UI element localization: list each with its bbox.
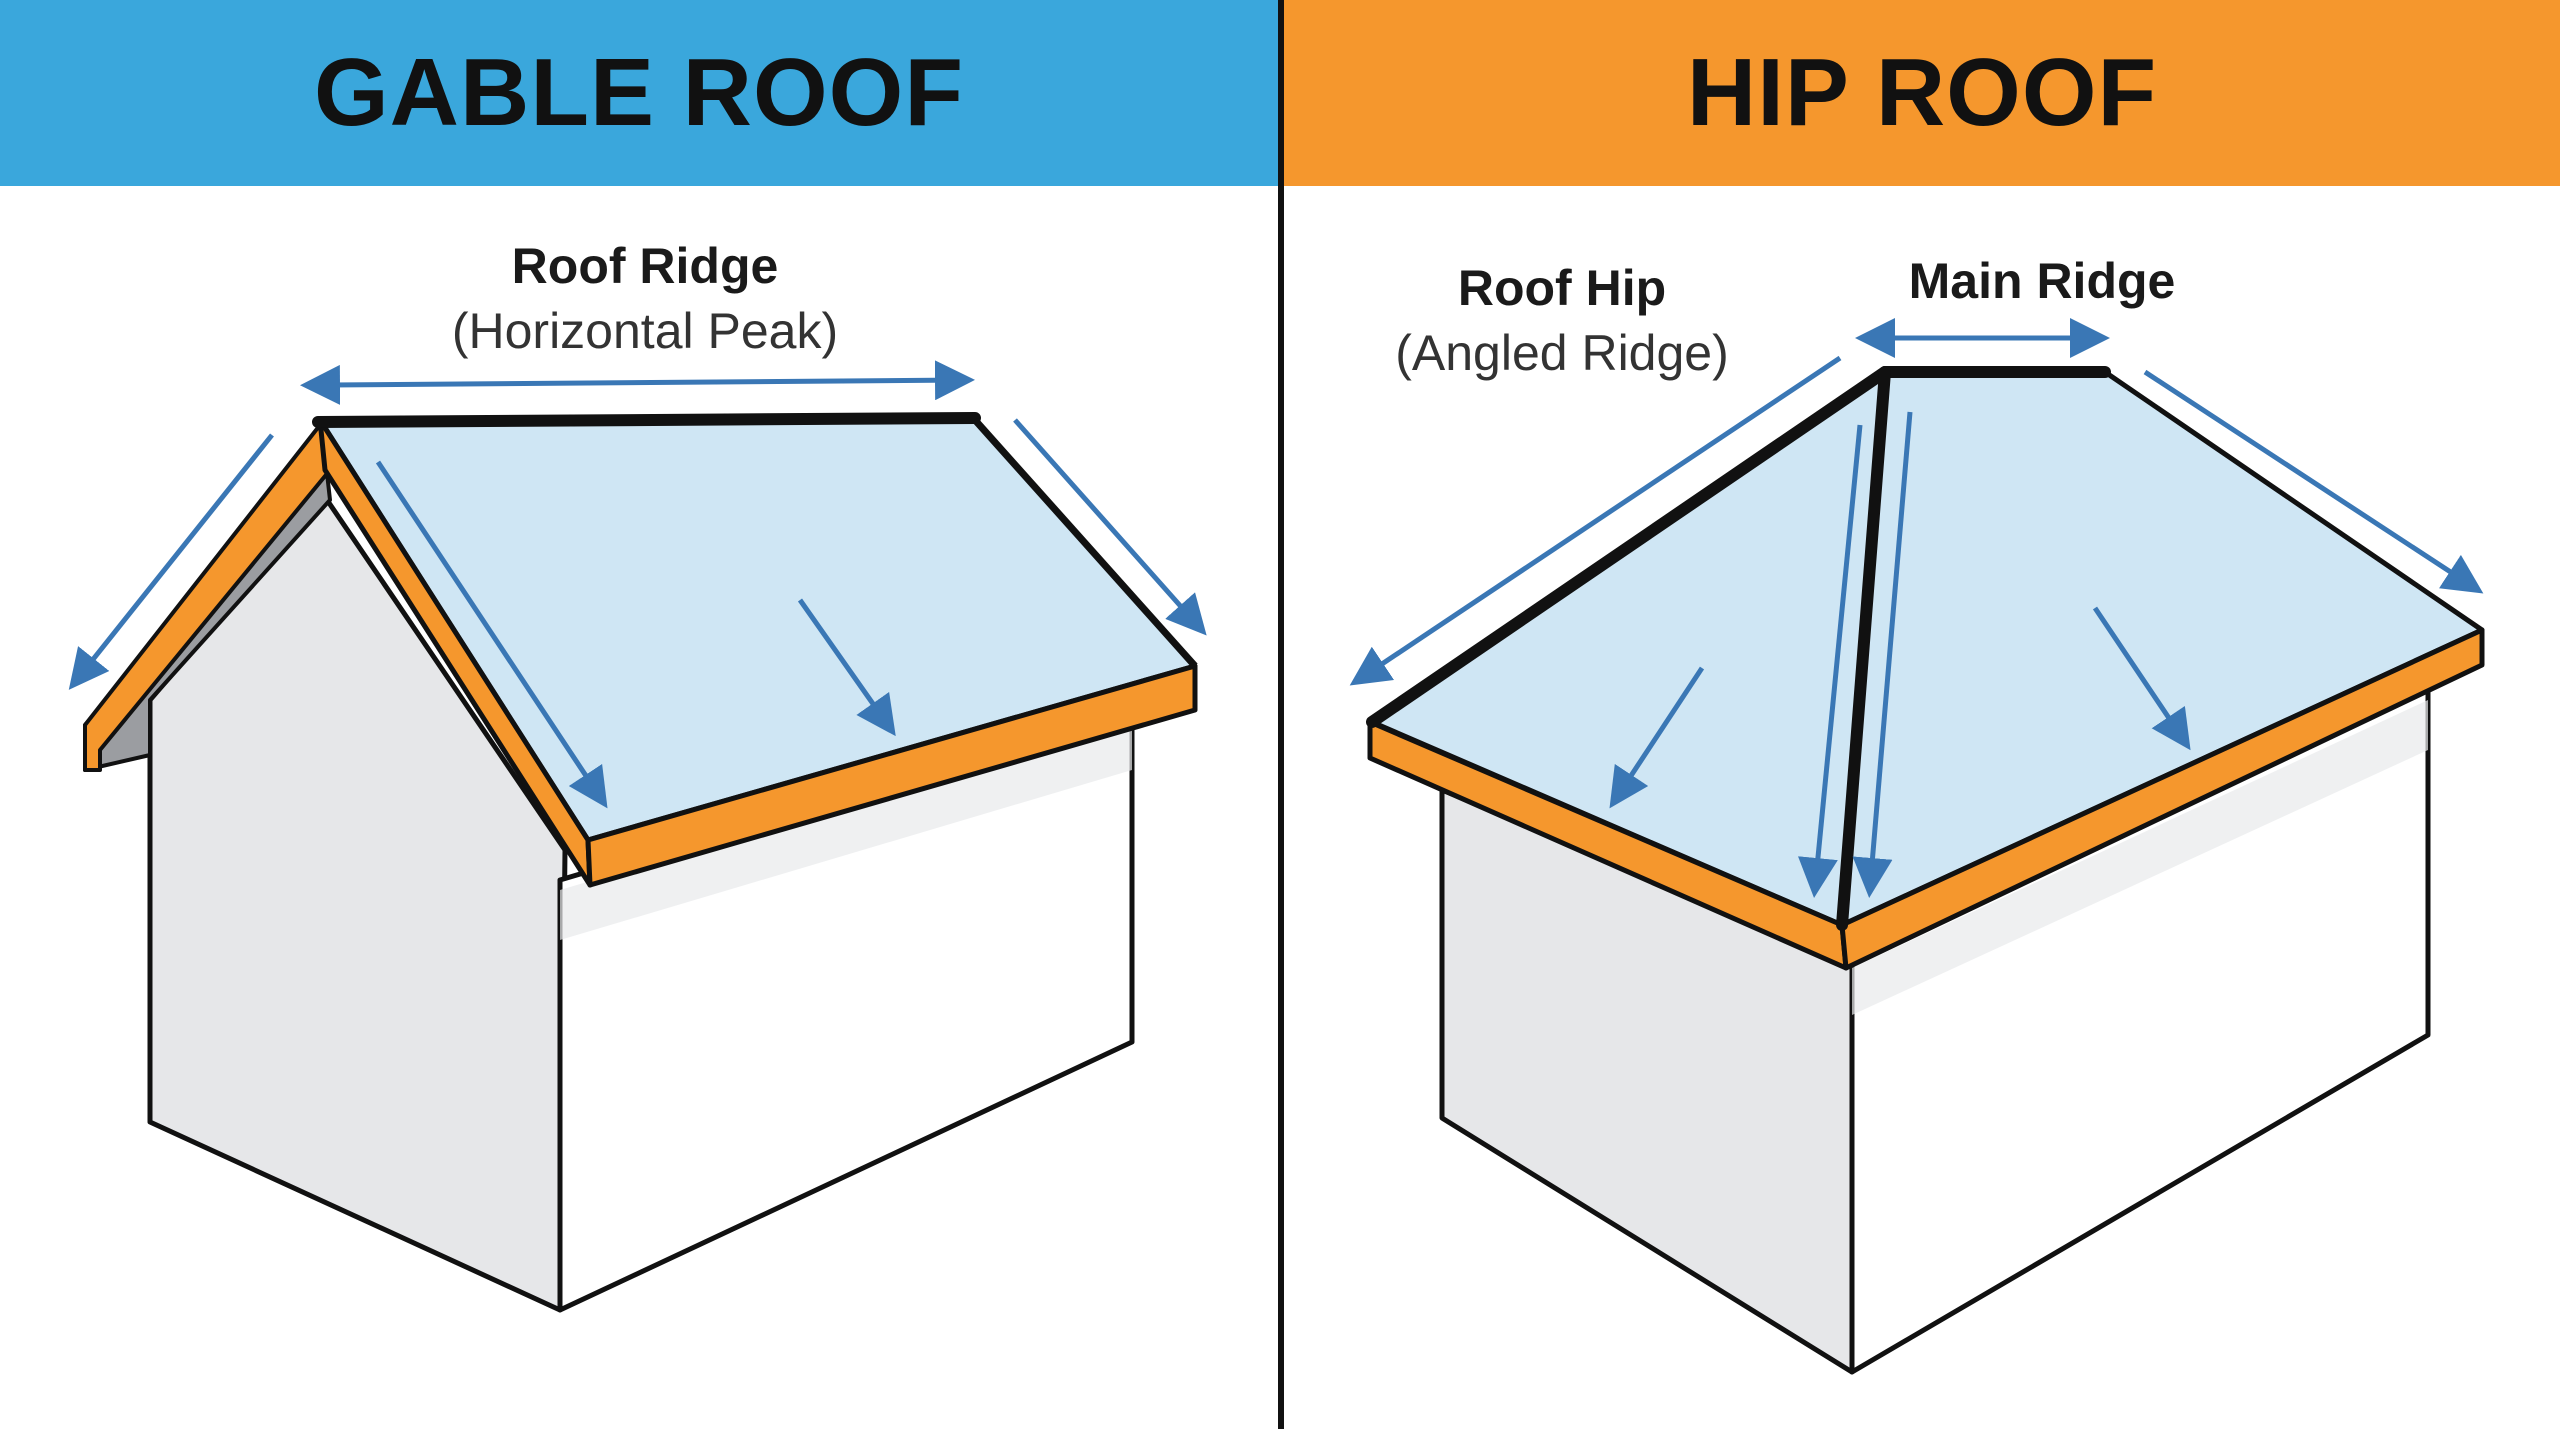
gable-ridge-arrow	[300, 360, 975, 405]
gable-right-rake-arrow	[1013, 418, 1207, 636]
hip-eave-shadow	[1852, 700, 2428, 1015]
gable-ridge-line	[312, 412, 981, 428]
gable-left-rake-arrow	[68, 433, 274, 690]
gable-arrows	[68, 360, 1207, 809]
hip-angled-ridge-line	[1366, 366, 1891, 728]
gable-roof-title: GABLE ROOF	[314, 39, 964, 146]
hip-center-left-arrow	[1797, 424, 1863, 898]
gable-roof-header: GABLE ROOF	[0, 0, 1278, 186]
hip-roof-header: HIP ROOF	[1284, 0, 2560, 186]
roof-hip-label: Roof Hip	[1458, 260, 1666, 316]
roof-hip-sublabel: (Angled Ridge)	[1395, 325, 1729, 381]
hip-arrows	[1349, 318, 2484, 898]
hip-right-edge-arrow	[2143, 369, 2484, 594]
gable-front-slope-arrow	[375, 460, 608, 809]
hip-right-eave-fascia	[1839, 627, 2485, 971]
hip-front-hip-line	[1836, 366, 1891, 931]
hip-center-right-arrow	[1852, 411, 1913, 898]
gable-roof-slope-arrow	[797, 598, 896, 737]
roof-ridge-sublabel: (Horizontal Peak)	[452, 303, 838, 359]
hip-right-slope-arrow	[2092, 606, 2191, 751]
gable-right-rake-line	[972, 417, 1198, 669]
hip-left-slope-arrow	[1609, 666, 1705, 809]
hip-roof-title: HIP ROOF	[1686, 39, 2158, 146]
hip-house	[1366, 366, 2485, 1375]
gable-house	[83, 412, 1198, 1313]
main-ridge-label: Main Ridge	[1909, 253, 2176, 309]
gable-eave-shadow	[560, 720, 1132, 940]
roof-ridge-label: Roof Ridge	[512, 238, 779, 294]
gable-eave-fascia	[585, 663, 1198, 888]
panel-divider	[1278, 0, 1284, 1429]
hip-left-edge-arrow	[1349, 355, 1842, 686]
